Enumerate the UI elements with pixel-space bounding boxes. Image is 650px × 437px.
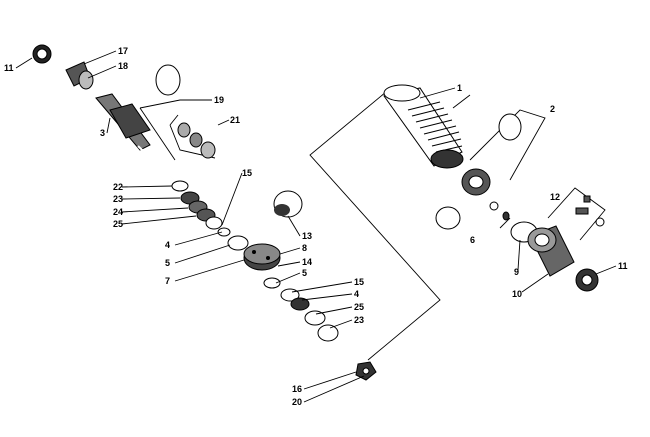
bumper-15 — [273, 190, 303, 218]
callout-13: 13 — [302, 231, 312, 241]
bushings-21 — [177, 122, 216, 159]
piston-8 — [243, 243, 281, 271]
callout-4-left: 4 — [165, 240, 170, 250]
callout-14: 14 — [302, 257, 312, 267]
callout-4-right: 4 — [354, 289, 359, 299]
callout-8: 8 — [302, 243, 307, 253]
nut-16-20 — [355, 361, 377, 381]
callout-5-right: 5 — [302, 268, 307, 278]
callout-23-left: 23 — [113, 194, 123, 204]
callout-15-bottom: 15 — [354, 277, 364, 287]
callout-7: 7 — [165, 276, 170, 286]
eyelet-17-18 — [65, 61, 94, 90]
callout-15-top: 15 — [242, 168, 252, 178]
callout-18: 18 — [118, 61, 128, 71]
shock-body-1 — [383, 84, 464, 169]
callout-9: 9 — [514, 267, 519, 277]
callout-11-left: 11 — [4, 63, 14, 73]
callout-6: 6 — [470, 235, 475, 245]
callout-19: 19 — [214, 95, 224, 105]
washer-stack-22-25 — [171, 180, 249, 251]
callout-1: 1 — [457, 83, 462, 93]
callout-25-right: 25 — [354, 302, 364, 312]
callout-17: 17 — [118, 46, 128, 56]
callout-labels: 11 17 18 3 19 21 22 23 24 25 15 4 5 7 13… — [4, 46, 628, 407]
callout-25-left: 25 — [113, 219, 123, 229]
seal-2 — [498, 113, 522, 141]
callout-12: 12 — [550, 192, 560, 202]
ring-6 — [435, 201, 510, 230]
leader-lines — [15, 50, 617, 403]
callout-20: 20 — [292, 397, 302, 407]
callout-3: 3 — [100, 128, 105, 138]
callout-24: 24 — [113, 207, 123, 217]
reservoir-10 — [527, 225, 575, 277]
callout-5-left: 5 — [165, 258, 170, 268]
cap-11-right — [575, 268, 599, 292]
ring-19 — [155, 64, 181, 96]
callout-23-right: 23 — [354, 315, 364, 325]
cap-11-left — [32, 44, 52, 64]
callout-11-right: 11 — [618, 261, 628, 271]
callout-22: 22 — [113, 182, 123, 192]
end-cap-2 — [461, 168, 491, 196]
valve-12 — [575, 195, 605, 227]
callout-16: 16 — [292, 384, 302, 394]
callout-2: 2 — [550, 104, 555, 114]
callout-10: 10 — [512, 289, 522, 299]
lower-washers — [263, 277, 339, 342]
callout-21: 21 — [230, 115, 240, 125]
piston-rod-3 — [95, 93, 177, 184]
